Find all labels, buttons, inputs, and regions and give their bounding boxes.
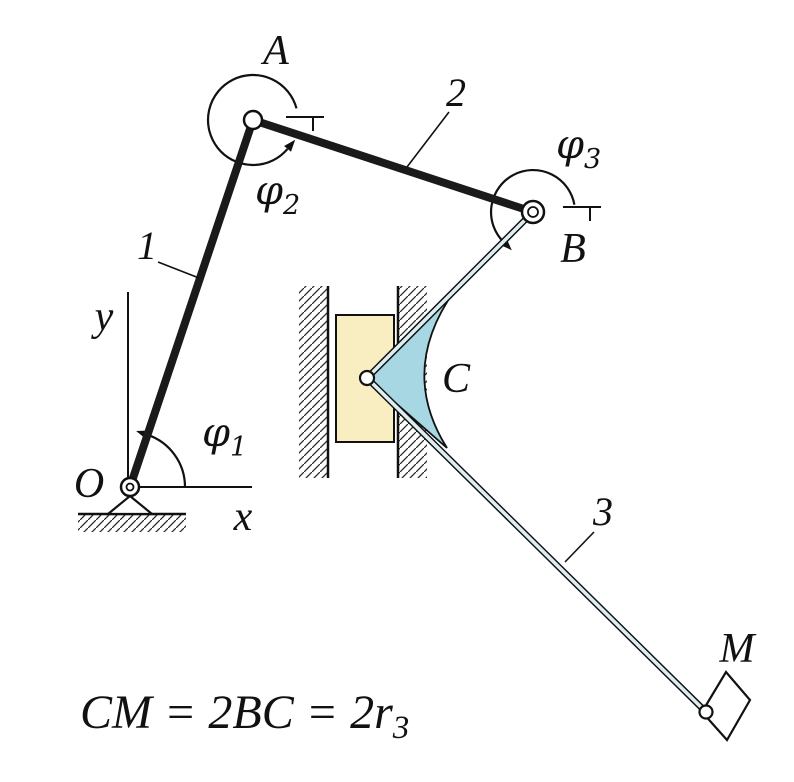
joint-C: [358, 369, 376, 387]
rod-CM-fill: [365, 376, 708, 714]
joint-B-inner: [527, 206, 539, 218]
label-point-O: O: [74, 461, 104, 507]
label-point-A: A: [260, 28, 289, 74]
equation-main: CM = 2BC = 2r: [80, 686, 393, 739]
joint-O-inner: [125, 482, 135, 492]
rod-BC-fill: [365, 210, 535, 380]
phi3-arc: [489, 168, 576, 243]
equation-sub: 3: [392, 710, 410, 746]
leader-link-3: [564, 531, 595, 563]
label-link-2: 2: [446, 70, 466, 115]
phi1-arc: [147, 433, 187, 488]
joint-M: [698, 704, 714, 720]
label-link-1: 1: [137, 223, 157, 268]
label-phi3-base: φ: [556, 122, 584, 168]
label-phi1: φ1: [202, 410, 247, 463]
phi2-arrowhead: [284, 139, 296, 152]
label-phi1-base: φ: [202, 410, 230, 456]
mass-M-diamond: [700, 670, 752, 742]
joint-A: [242, 109, 264, 131]
label-phi3-sub: 3: [584, 144, 601, 175]
link-2: [249, 116, 537, 216]
link-1: [126, 116, 257, 491]
equation: CM = 2BC = 2r3: [80, 686, 409, 746]
ground-pivot-triangle: [104, 494, 156, 516]
label-axis-x: x: [233, 494, 253, 540]
leader-link-2: [406, 111, 450, 168]
slider-guide-left-hatch: [299, 286, 328, 478]
label-phi2: φ2: [255, 168, 300, 221]
label-phi3: φ3: [556, 122, 601, 175]
label-point-M: M: [719, 626, 757, 672]
label-phi1-sub: 1: [230, 432, 247, 463]
leader-link-1: [157, 261, 200, 279]
label-axis-y: y: [91, 294, 114, 340]
phi2-arc: [206, 73, 298, 167]
label-point-C: C: [442, 356, 471, 402]
label-point-B: B: [560, 226, 586, 272]
label-phi2-base: φ: [255, 168, 283, 214]
ground-hatch: [78, 514, 186, 532]
label-link-3: 3: [592, 489, 613, 534]
label-phi2-sub: 2: [282, 190, 300, 221]
phi3-arrowhead: [500, 238, 512, 251]
